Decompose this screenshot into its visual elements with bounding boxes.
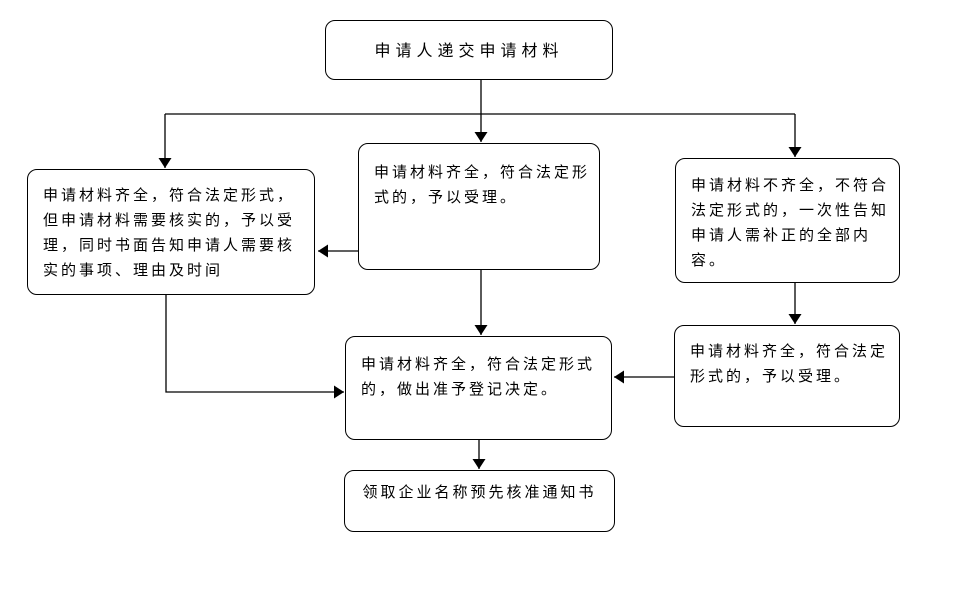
node-registration-decision: 申请材料齐全，符合法定形式 的，做出准予登记决定。 (345, 336, 612, 440)
node-submit-application: 申请人递交申请材料 (325, 20, 613, 80)
node-accept-with-verification: 申请材料齐全，符合法定形式， 但申请材料需要核实的，予以受 理，同时书面告知申请… (27, 169, 315, 295)
node-receive-notice: 领取企业名称预先核准通知书 (344, 470, 615, 532)
node-resubmit-accepted: 申请材料齐全，符合法定 形式的，予以受理。 (674, 325, 900, 427)
node-incomplete-notify: 申请材料不齐全，不符合 法定形式的，一次性告知 申请人需补正的全部内 容。 (675, 158, 900, 283)
connector-verify-to-decision (165, 295, 344, 399)
node-accept-complete: 申请材料齐全，符合法定形 式的，予以受理。 (358, 143, 600, 270)
